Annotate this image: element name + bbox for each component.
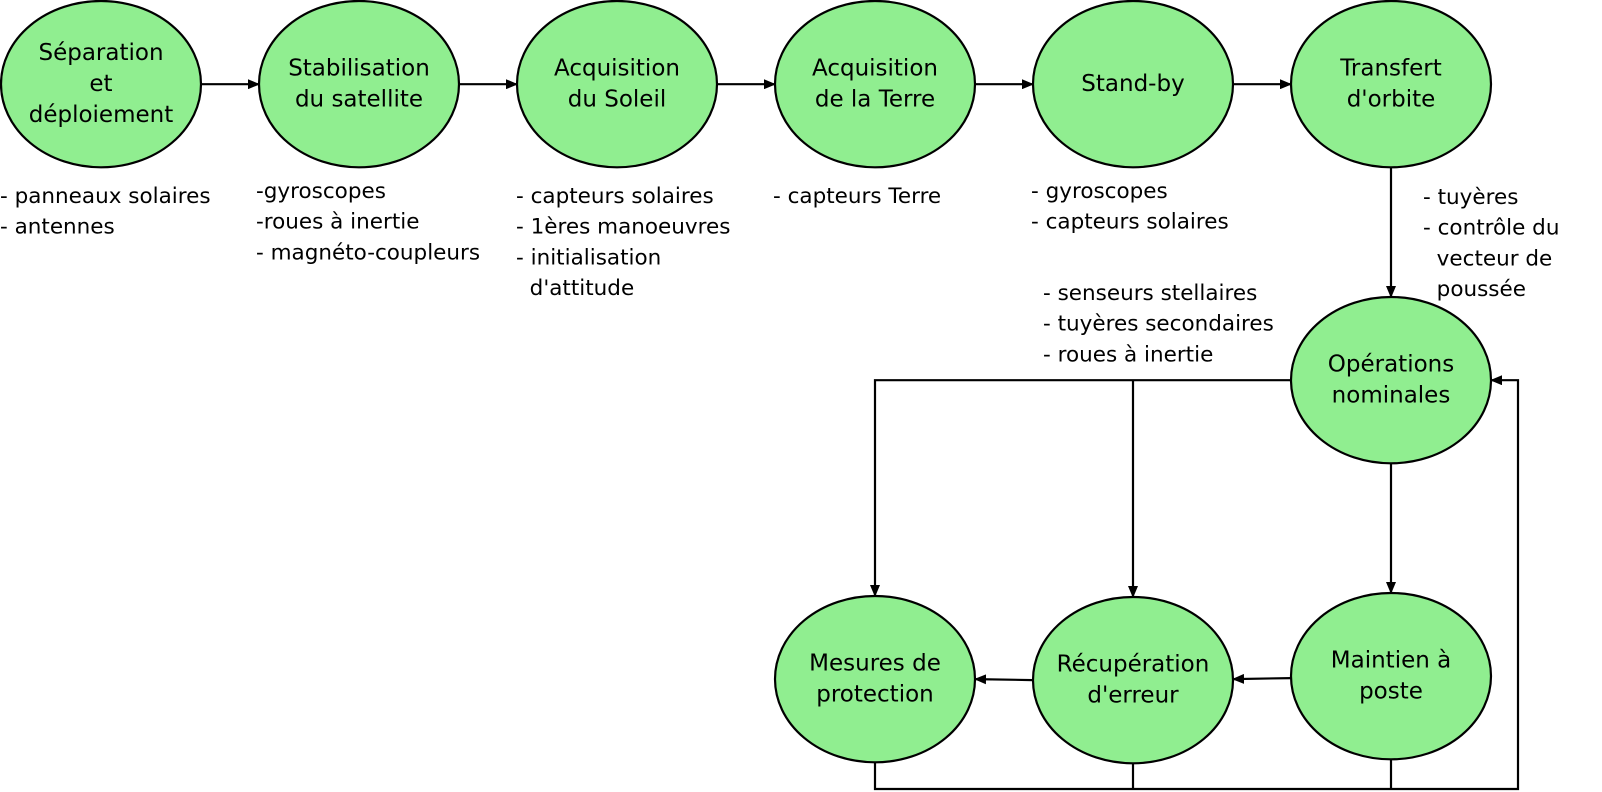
node-shape [773,594,977,764]
note-line: - 1ères manoeuvres [516,215,730,240]
edge-maintien-to-recuperation [1232,673,1292,684]
edge-recuperation-to-mesures [974,674,1034,685]
note-line: - contrôle du [1423,216,1559,241]
note-line: - capteurs solaires [1031,210,1229,235]
node-label-line: d'orbite [1347,87,1436,113]
node-label-line: Stabilisation [288,56,430,82]
note-line: -roues à inertie [256,210,419,235]
node-transfert: Transfert d'orbite [1289,0,1493,169]
node-label-line: Opérations [1328,352,1454,378]
phase-notes: - panneaux solaires - antennes -gyroscopes… [0,179,1559,367]
note-line: - gyroscopes [1031,179,1168,204]
note-line: d'attitude [516,276,634,301]
node-shape [1289,0,1493,169]
node-label-line: déploiement [29,102,174,128]
node-label-line: Séparation [38,40,163,66]
node-label-line: poste [1359,679,1423,705]
node-shape [0,0,203,169]
node-label-line: du satellite [295,87,423,113]
node-label-line: protection [816,682,934,708]
node-standby: Stand-by [1031,0,1235,169]
node-stabilisation: Stabilisation du satellite [257,0,461,169]
node-shape [773,0,977,169]
node-label-line: Acquisition [554,56,680,82]
edge-operations-to-mesures [870,379,1291,597]
node-shape [1031,595,1235,765]
note-acq-soleil: - capteurs solaires - 1ères manoeuvres - i… [516,184,730,301]
node-acq-soleil: Acquisition du Soleil [515,0,719,169]
note-line: - magnéto-coupleurs [256,240,480,265]
edges [201,79,1520,791]
node-shape [515,0,719,169]
node-label-line: d'erreur [1087,683,1179,709]
node-acq-terre: Acquisition de la Terre [773,0,977,169]
node-label-line: nominales [1332,383,1451,409]
node-label-line: du Soleil [568,87,666,113]
node-label-line: Maintien à [1331,648,1451,674]
note-operations: - senseurs stellaires - tuyères secondair… [1043,281,1274,367]
note-transfert: - tuyères - contrôle du vecteur de poussé… [1423,185,1559,302]
note-line: - capteurs Terre [773,184,941,209]
node-mesures: Mesures de protection [773,594,977,764]
node-shape [1289,591,1493,761]
phase-nodes: Séparation et déploiement Stabilisation du s… [0,0,1493,765]
note-line: - panneaux solaires [0,184,211,209]
note-acq-terre: - capteurs Terre [773,184,941,209]
node-recuperation: Récupération d'erreur [1031,595,1235,765]
note-line: - initialisation [516,245,661,270]
note-line: - tuyères [1423,185,1518,210]
node-label-line: Stand-by [1081,71,1184,97]
note-line: vecteur de [1423,246,1552,271]
edge-mesures-to-operations [873,375,1520,791]
node-label-line: de la Terre [815,87,935,113]
note-standby: - gyroscopes - capteurs solaires [1031,179,1229,235]
note-line: - roues à inertie [1043,342,1213,367]
note-line: - tuyères secondaires [1043,312,1274,337]
node-label-line: Transfert [1339,56,1442,82]
node-operations: Opérations nominales [1289,295,1493,465]
note-line: - antennes [0,215,115,240]
note-separation: - panneaux solaires - antennes [0,184,211,240]
note-line: - senseurs stellaires [1043,281,1257,306]
node-shape [257,0,461,169]
node-label-line: Mesures de [809,651,941,677]
node-label-line: et [89,71,112,97]
note-stabilisation: -gyroscopes -roues à inertie - magnéto-cou… [256,179,480,265]
note-line: - capteurs solaires [516,184,714,209]
node-label-line: Récupération [1057,652,1210,678]
note-line: poussée [1423,277,1526,302]
node-label-line: Acquisition [812,56,938,82]
node-shape [1031,0,1235,169]
node-separation: Séparation et déploiement [0,0,203,169]
note-line: -gyroscopes [256,179,386,204]
node-shape [1289,295,1493,465]
node-maintien: Maintien à poste [1289,591,1493,761]
